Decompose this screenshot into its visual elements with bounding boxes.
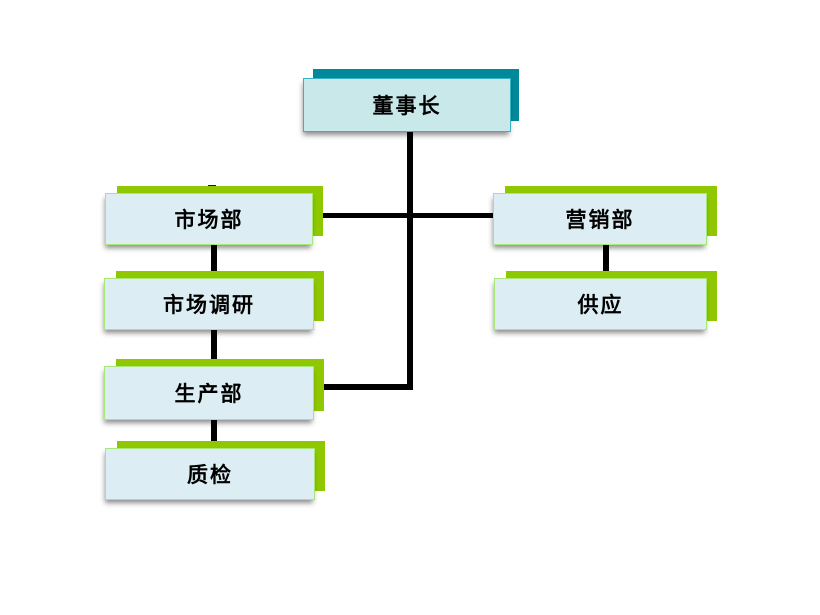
connector-production-quality: [211, 417, 217, 445]
node-label: 营销部: [565, 208, 635, 232]
node-label: 质检: [187, 463, 233, 487]
node-label: 市场调研: [163, 293, 255, 317]
connector-sales-supply: [603, 242, 609, 273]
connector-marketing-sales: [318, 213, 494, 218]
node-production: 生产部: [104, 359, 324, 420]
connector-chairman-trunk: [407, 130, 413, 390]
node-label: 市场部: [174, 208, 244, 232]
node-box: 质检: [105, 448, 315, 500]
connector-trunk-production: [316, 384, 411, 390]
node-quality: 质检: [105, 441, 325, 500]
node-sales: 营销部: [493, 186, 717, 245]
node-marketing: 市场部: [105, 186, 323, 245]
node-box: 董事长: [303, 78, 511, 132]
node-box: 供应: [494, 278, 707, 330]
node-box: 生产部: [104, 366, 314, 420]
node-box: 营销部: [493, 193, 707, 245]
node-chairman: 董事长: [303, 69, 519, 132]
node-research: 市场调研: [104, 271, 324, 330]
connector-research-production: [211, 327, 217, 360]
node-label: 供应: [577, 293, 624, 317]
node-box: 市场部: [105, 193, 313, 245]
node-supply: 供应: [494, 271, 717, 330]
connector-marketing-research: [211, 242, 217, 274]
node-label: 董事长: [372, 94, 442, 118]
node-label: 生产部: [174, 382, 244, 406]
node-box: 市场调研: [104, 278, 314, 330]
